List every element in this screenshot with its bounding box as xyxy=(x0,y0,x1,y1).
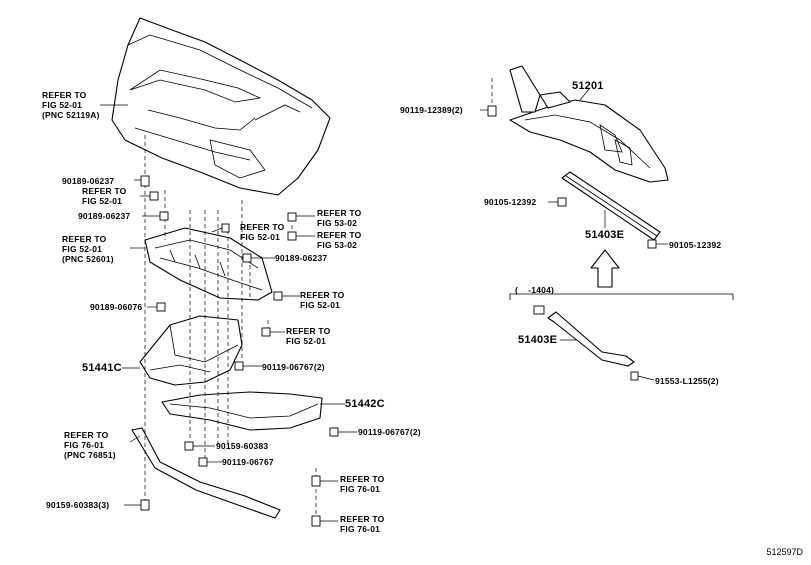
label-refer-fig52-01-d: REFER TO FIG 52-01 xyxy=(286,326,331,346)
leader-lines-left xyxy=(100,104,357,522)
brace-51403e xyxy=(561,171,661,241)
label-refer-fig52-01-b: REFER TO FIG 52-01 xyxy=(240,222,285,242)
label-refer-fig52-01-pnc52119a: REFER TO FIG 52-01 (PNC 52119A) xyxy=(42,90,100,120)
label-refer-fig53-02-a: REFER TO FIG 53-02 xyxy=(317,208,362,228)
label-90119-06767-2-b: 90119-06767(2) xyxy=(358,427,421,437)
label-51201: 51201 xyxy=(572,80,604,92)
range-bracket xyxy=(509,293,734,300)
label-refer-fig76-01-pnc76851: REFER TO FIG 76-01 (PNC 76851) xyxy=(64,430,116,460)
label-refer-fig53-02-b: REFER TO FIG 53-02 xyxy=(317,230,362,250)
label-51403e-b: 51403E xyxy=(518,334,558,346)
label-90189-06237-b: 90189-06237 xyxy=(78,211,131,221)
label-90189-06237-a: 90189-06237 xyxy=(62,176,115,186)
label-90119-06767-2-a: 90119-06767(2) xyxy=(262,362,325,372)
label-51403e-a: 51403E xyxy=(585,229,625,241)
drawing-number: 512597D xyxy=(766,547,803,557)
label-refer-fig52-01-c: REFER TO FIG 52-01 xyxy=(300,290,345,310)
under-cover-51441c xyxy=(139,315,243,386)
leader-lines-right xyxy=(480,78,668,381)
label-90159-60383: 90159-60383 xyxy=(216,441,269,451)
under-cover-51442c xyxy=(161,391,323,431)
label-51441c: 51441C xyxy=(82,362,122,374)
crossmember-51201 xyxy=(509,65,669,183)
label-range-note: ( -1404) xyxy=(515,285,555,295)
front-spoiler xyxy=(131,427,281,519)
label-90119-06767: 90119-06767 xyxy=(222,457,274,467)
up-arrow-icon xyxy=(590,249,620,288)
label-90119-12389-2: 90119-12389(2) xyxy=(400,105,463,115)
label-refer-fig76-01-b: REFER TO FIG 76-01 xyxy=(340,514,385,534)
label-refer-fig76-01-a: REFER TO FIG 76-01 xyxy=(340,474,385,494)
label-91553-l1255-2: 91553-L1255(2) xyxy=(655,376,719,386)
label-90105-12392-b: 90105-12392 xyxy=(669,240,722,250)
rod-51403e-early xyxy=(533,305,635,367)
label-refer-fig52-01-pnc52601: REFER TO FIG 52-01 (PNC 52601) xyxy=(62,234,114,264)
label-90105-12392-a: 90105-12392 xyxy=(484,197,537,207)
label-90189-06237-c: 90189-06237 xyxy=(275,253,328,263)
label-90159-60383-3: 90159-60383(3) xyxy=(46,500,110,510)
label-refer-fig52-01-a: REFER TO FIG 52-01 xyxy=(82,186,127,206)
label-90189-06076: 90189-06076 xyxy=(90,302,143,312)
front-bumper-cover xyxy=(111,17,331,196)
label-51442c: 51442C xyxy=(345,398,385,410)
